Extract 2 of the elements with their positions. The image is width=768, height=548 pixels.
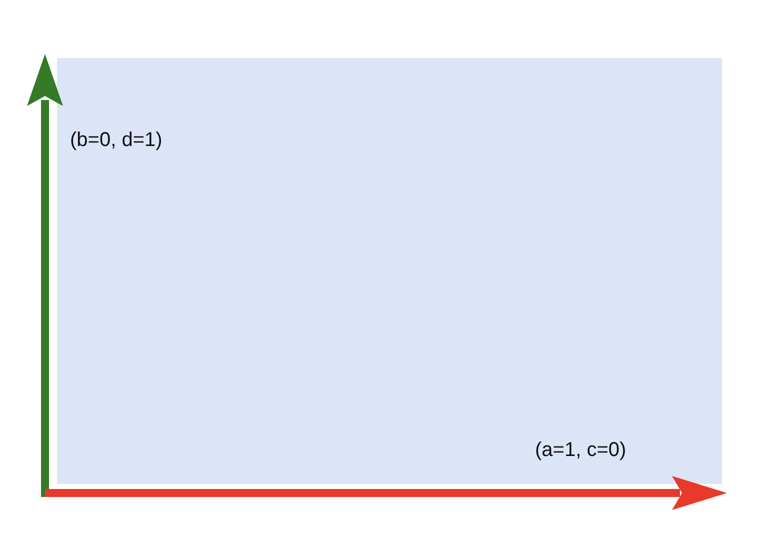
vector-label: (a=1, c=0) [535, 440, 626, 460]
vector-label: (b=0, d=1) [70, 130, 162, 150]
